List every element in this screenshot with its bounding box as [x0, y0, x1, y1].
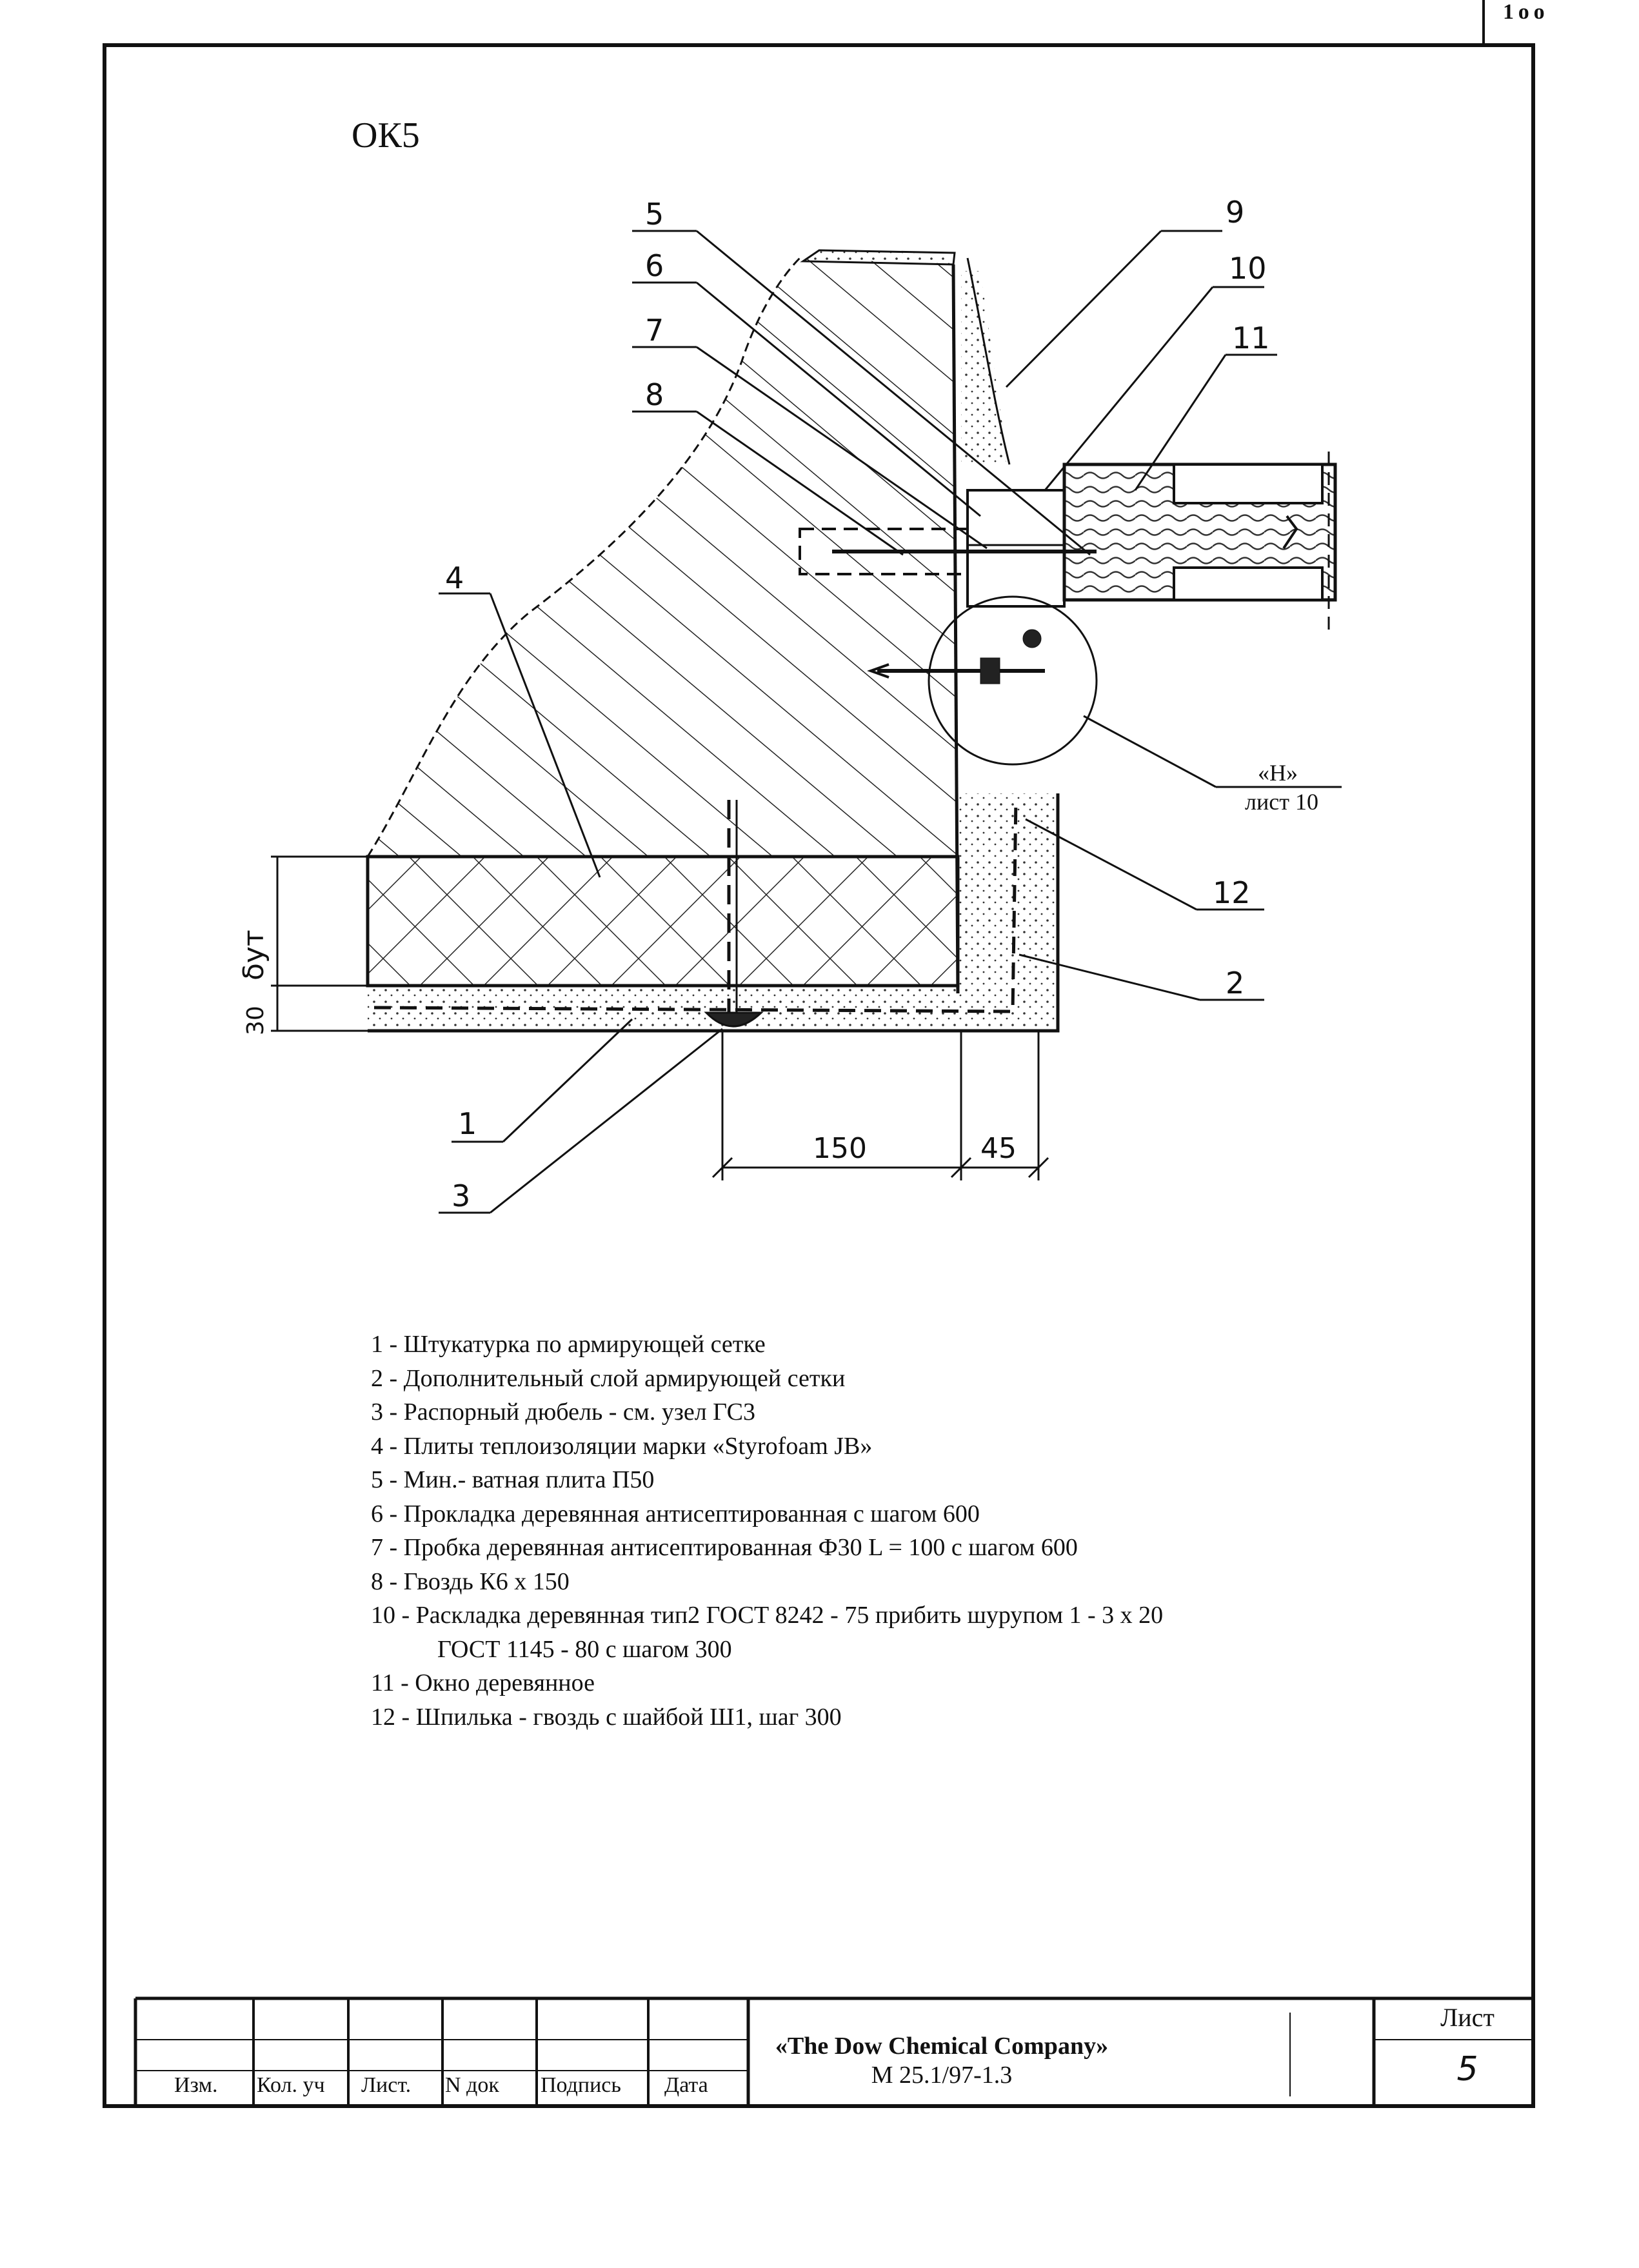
callout-4: 4 [445, 561, 464, 595]
legend-item: 3 - Распорный дюбель - см. узел ГС3 [371, 1398, 755, 1426]
legend-item: 5 - Мин.- ватная плита П50 [371, 1466, 655, 1493]
dimension-lines [271, 855, 1049, 1180]
dowel-plug [799, 528, 1097, 575]
tb-sheet-number: 5 [1456, 2050, 1478, 2089]
callout-5: 5 [645, 197, 664, 232]
legend-item: 8 - Гвоздь К6 х 150 [371, 1567, 570, 1595]
tb-document-code: М 25.1/97-1.3 [871, 2062, 1013, 2089]
dimension-texts: δут 30 150 45 [237, 930, 1017, 1165]
legend-item: 7 - Пробка деревянная антисептированная … [371, 1534, 1078, 1561]
tb-col-list: Лист. [361, 2073, 412, 2097]
dimension-plaster: 30 [243, 1006, 269, 1035]
tb-sheet-label: Лист [1440, 2003, 1495, 2032]
callout-3: 3 [452, 1179, 470, 1213]
detail-circle-h [928, 595, 1342, 788]
legend-item: 12 - Шпилька - гвоздь с шайбой Ш1, шаг 3… [371, 1703, 842, 1731]
legend-item: 4 - Плиты теплоизоляции марки «Styrofoam… [371, 1432, 873, 1460]
legend-item-continuation: ГОСТ 1145 - 80 с шагом 300 [437, 1635, 732, 1663]
legend-item: 2 - Дополнительный слой армирующей сетки [371, 1364, 846, 1392]
callouts: 5 6 7 8 9 10 11 4 12 2 1 3 [445, 195, 1270, 1213]
callout-9: 9 [1226, 195, 1244, 230]
tb-company: «The Dow Chemical Company» [775, 2033, 1109, 2060]
tb-col-izm: Изм. [174, 2073, 218, 2097]
callout-11: 11 [1232, 321, 1270, 355]
legend: 1 - Штукатурка по армирующей сетке 2 - Д… [371, 1328, 1163, 1734]
spreading-anchor [704, 800, 764, 1028]
sheet-frame [103, 0, 1535, 2108]
detail-code: ОК5 [352, 115, 420, 155]
reference-label: «Н» лист 10 [1245, 760, 1318, 815]
dimension-insulation: δут [237, 930, 270, 980]
tb-col-n-dok: N док [445, 2073, 499, 2097]
window-frame [966, 452, 1337, 632]
reference-sheet: лист 10 [1245, 789, 1318, 815]
tb-col-data: Дата [664, 2073, 708, 2097]
insulation-board [366, 855, 960, 988]
callout-10: 10 [1229, 251, 1267, 286]
dimension-width-150: 150 [813, 1132, 867, 1165]
tb-col-podpis: Подпись [541, 2073, 621, 2097]
callout-7: 7 [645, 313, 664, 348]
tb-col-kol-uch: Кол. уч [257, 2073, 325, 2097]
leader-lines [439, 230, 1277, 1214]
callout-12: 12 [1213, 875, 1251, 910]
sheet-tab-number: 1 о о [1503, 0, 1545, 24]
legend-item: 11 - Окно деревянное [371, 1669, 595, 1696]
callout-8: 8 [645, 377, 664, 412]
dimension-width-45: 45 [980, 1132, 1017, 1165]
plaster-layer [368, 257, 1060, 1033]
legend-item: 1 - Штукатурка по армирующей сетке [371, 1331, 766, 1358]
legend-item: 6 - Прокладка деревянная антисептированн… [371, 1500, 980, 1527]
callout-1: 1 [458, 1106, 477, 1141]
callout-2: 2 [1226, 966, 1244, 1000]
pin-nail [867, 629, 1045, 684]
reference-h: «Н» [1258, 760, 1298, 786]
callout-6: 6 [645, 248, 664, 283]
title-block-grid [134, 1996, 1532, 2106]
legend-item: 10 - Раскладка деревянная тип2 ГОСТ 8242… [371, 1602, 1164, 1629]
